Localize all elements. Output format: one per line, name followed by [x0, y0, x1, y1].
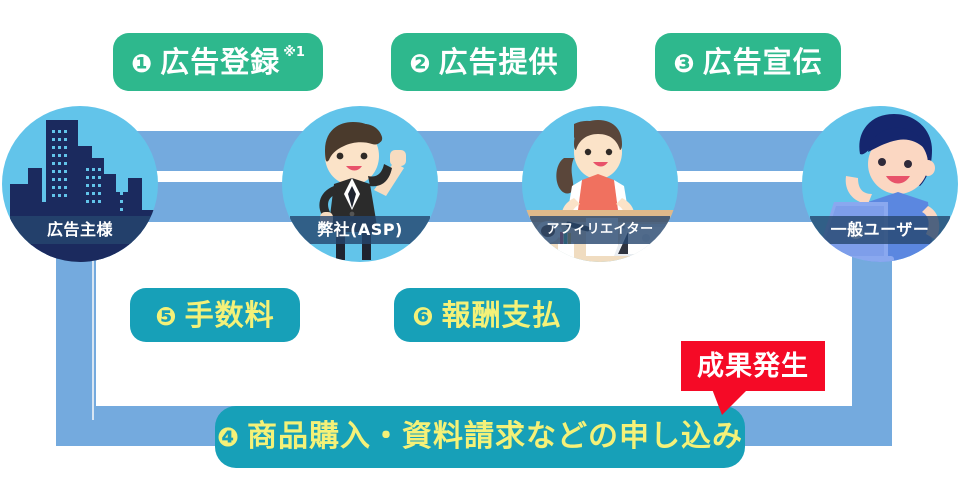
step-label: 広告宣伝: [702, 44, 823, 79]
step-pill-2[interactable]: ❷ 広告提供: [391, 33, 577, 91]
node-asp[interactable]: 弊社(ASP): [282, 106, 438, 262]
connector-band-top: [56, 131, 892, 171]
step-number: ❷: [409, 48, 431, 78]
step-pill-6[interactable]: ❻ 報酬支払: [394, 288, 580, 342]
node-caption: 弊社(ASP): [290, 216, 430, 244]
connector-band-second: [56, 182, 892, 222]
step-pill-4[interactable]: ❹ 商品購入・資料請求などの申し込み: [215, 406, 745, 468]
node-user[interactable]: 一般ユーザー: [802, 106, 958, 262]
node-caption: アフィリエイター: [530, 216, 670, 244]
step-number: ❻: [412, 301, 434, 331]
node-caption: 広告主様: [10, 216, 150, 244]
connector-hairline: [92, 250, 94, 420]
step-number: ❹: [216, 423, 239, 453]
step-pill-3[interactable]: ❸ 広告宣伝: [655, 33, 841, 91]
step-number: ❸: [673, 48, 695, 78]
step-label: 手数料: [184, 297, 275, 332]
step-label: 商品購入・資料請求などの申し込み: [247, 419, 743, 454]
step-note: ※1: [283, 45, 305, 60]
step-label: 報酬支払: [441, 297, 562, 332]
step-pill-1[interactable]: ❶ 広告登録 ※1: [113, 33, 323, 91]
callout-label: 成果発生: [697, 350, 809, 382]
node-advertiser[interactable]: 広告主様: [2, 106, 158, 262]
step-number: ❺: [155, 301, 177, 331]
node-affiliate[interactable]: アフィリエイター: [522, 106, 678, 262]
step-label: 広告提供: [438, 44, 559, 79]
step-pill-5[interactable]: ❺ 手数料: [130, 288, 300, 342]
step-number: ❶: [131, 48, 153, 78]
step-label: 広告登録: [160, 44, 281, 79]
callout-tail-icon: [712, 389, 748, 415]
node-caption: 一般ユーザー: [810, 216, 950, 244]
conversion-callout[interactable]: 成果発生: [681, 341, 825, 391]
